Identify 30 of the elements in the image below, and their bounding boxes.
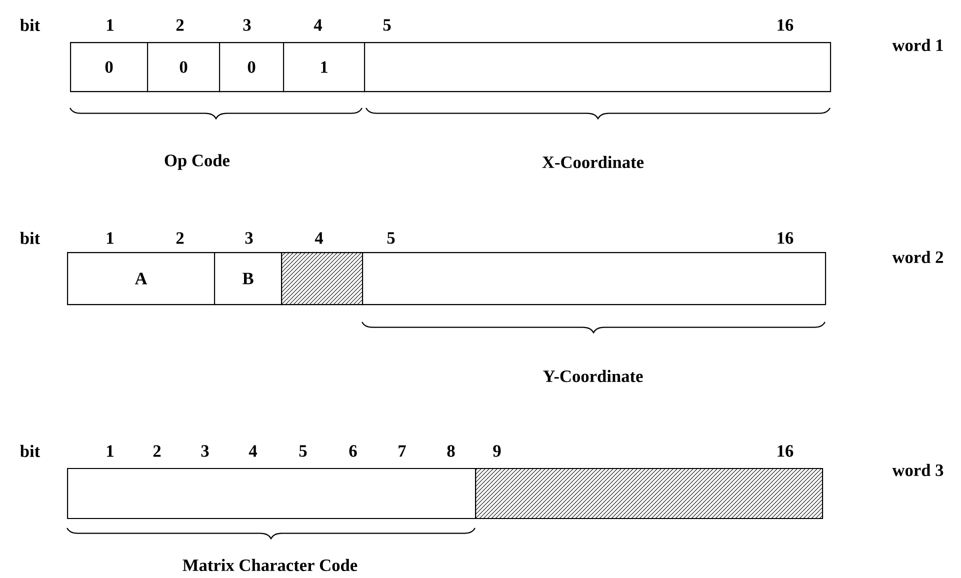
field-label: Matrix Character Code xyxy=(182,558,358,572)
hatched-cell xyxy=(475,468,824,520)
bit-label: bit xyxy=(20,444,40,458)
bit-number: 4 xyxy=(314,19,322,31)
word-label: word 2 xyxy=(892,250,943,264)
word-label: word 3 xyxy=(892,464,944,476)
bit-cell: 1 xyxy=(283,42,366,92)
field-label: X-Coordinate xyxy=(542,156,644,168)
hatched-cell xyxy=(281,252,364,306)
bit-number: 2 xyxy=(176,19,184,31)
bit-number: 8 xyxy=(447,445,455,457)
field-box xyxy=(362,252,826,306)
bit-number: 5 xyxy=(387,232,395,244)
field-box xyxy=(67,468,476,520)
field-label: Op Code xyxy=(164,154,230,170)
bit-number: 3 xyxy=(245,232,253,244)
bit-number: 3 xyxy=(243,19,251,31)
bit-cell: 0 xyxy=(147,42,220,92)
bit-number: 4 xyxy=(314,232,324,244)
field-label: Y-Coordinate xyxy=(543,370,643,382)
bit-number: 5 xyxy=(383,19,391,31)
bit-cell: B xyxy=(214,252,282,306)
bit-number: 1 xyxy=(107,19,114,31)
bit-label: bit xyxy=(20,232,40,244)
bit-number: 2 xyxy=(176,232,184,244)
bit-cell: 0 xyxy=(219,42,284,92)
bit-cell: 0 xyxy=(70,42,148,92)
bit-number: 9 xyxy=(493,445,501,457)
word-label: word 1 xyxy=(892,38,943,52)
bit-label: bit xyxy=(20,18,40,32)
